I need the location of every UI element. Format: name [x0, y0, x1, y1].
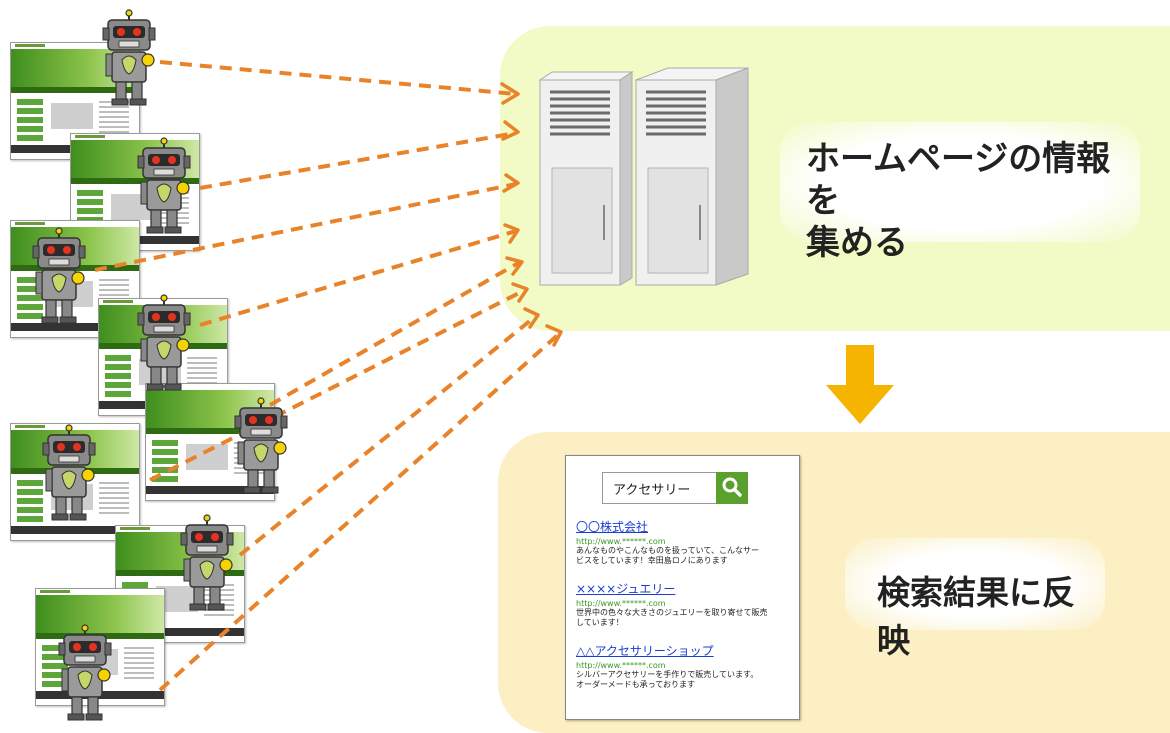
- result-item: △△アクセサリーショップ http://www.******.com シルバーア…: [576, 642, 791, 690]
- robot-icon: [137, 294, 191, 391]
- down-arrow-icon: [826, 345, 894, 424]
- result-title-link[interactable]: △△アクセサリーショップ: [576, 644, 714, 658]
- robot-icon: [32, 227, 86, 324]
- result-item: 〇〇株式会社 http://www.******.com あんなものやこんなもの…: [576, 518, 791, 566]
- crawl-arrows: [94, 60, 562, 692]
- reflect-label: 検索結果に反映: [877, 573, 1075, 660]
- robot-icon: [42, 424, 96, 521]
- result-description: シルバーアクセサリーを手作りで販売しています。 オーダーメードも承っております: [576, 670, 759, 689]
- robot-icon: [234, 397, 288, 494]
- reflect-label-box: 検索結果に反映: [845, 538, 1105, 660]
- result-description: あんなものやこんなものを扱っていて、こんなサー ビスをしています！幸田島ロノにあ…: [576, 546, 759, 565]
- search-input[interactable]: アクセサリー: [602, 472, 720, 504]
- result-url: http://www.******.com: [576, 599, 666, 608]
- search-results-card: アクセサリー 〇〇株式会社 http://www.******.com あんなも…: [565, 455, 800, 720]
- robot-icon: [180, 514, 234, 611]
- result-url: http://www.******.com: [576, 661, 666, 670]
- result-title-link[interactable]: 〇〇株式会社: [576, 520, 649, 534]
- result-description: 世界中の色々な大きさのジュエリーを取り寄せて販売 しています！: [576, 608, 768, 627]
- arrowheads: [500, 82, 563, 347]
- result-title-link[interactable]: ××××ジュエリー: [576, 582, 676, 596]
- result-list: 〇〇株式会社 http://www.******.com あんなものやこんなもの…: [576, 518, 791, 704]
- result-url: http://www.******.com: [576, 537, 666, 546]
- search-icon: [722, 477, 742, 497]
- search-query: アクセサリー: [613, 483, 691, 498]
- server-icon: [538, 67, 749, 286]
- collect-label: ホームページの情報を 集める: [806, 139, 1111, 263]
- robot-icon: [102, 9, 156, 106]
- robot-icon: [58, 624, 112, 721]
- result-item: ××××ジュエリー http://www.******.com 世界中の色々な大…: [576, 580, 791, 628]
- robot-icon: [137, 137, 191, 234]
- collect-label-box: ホームページの情報を 集める: [780, 122, 1140, 263]
- search-button[interactable]: [716, 472, 748, 504]
